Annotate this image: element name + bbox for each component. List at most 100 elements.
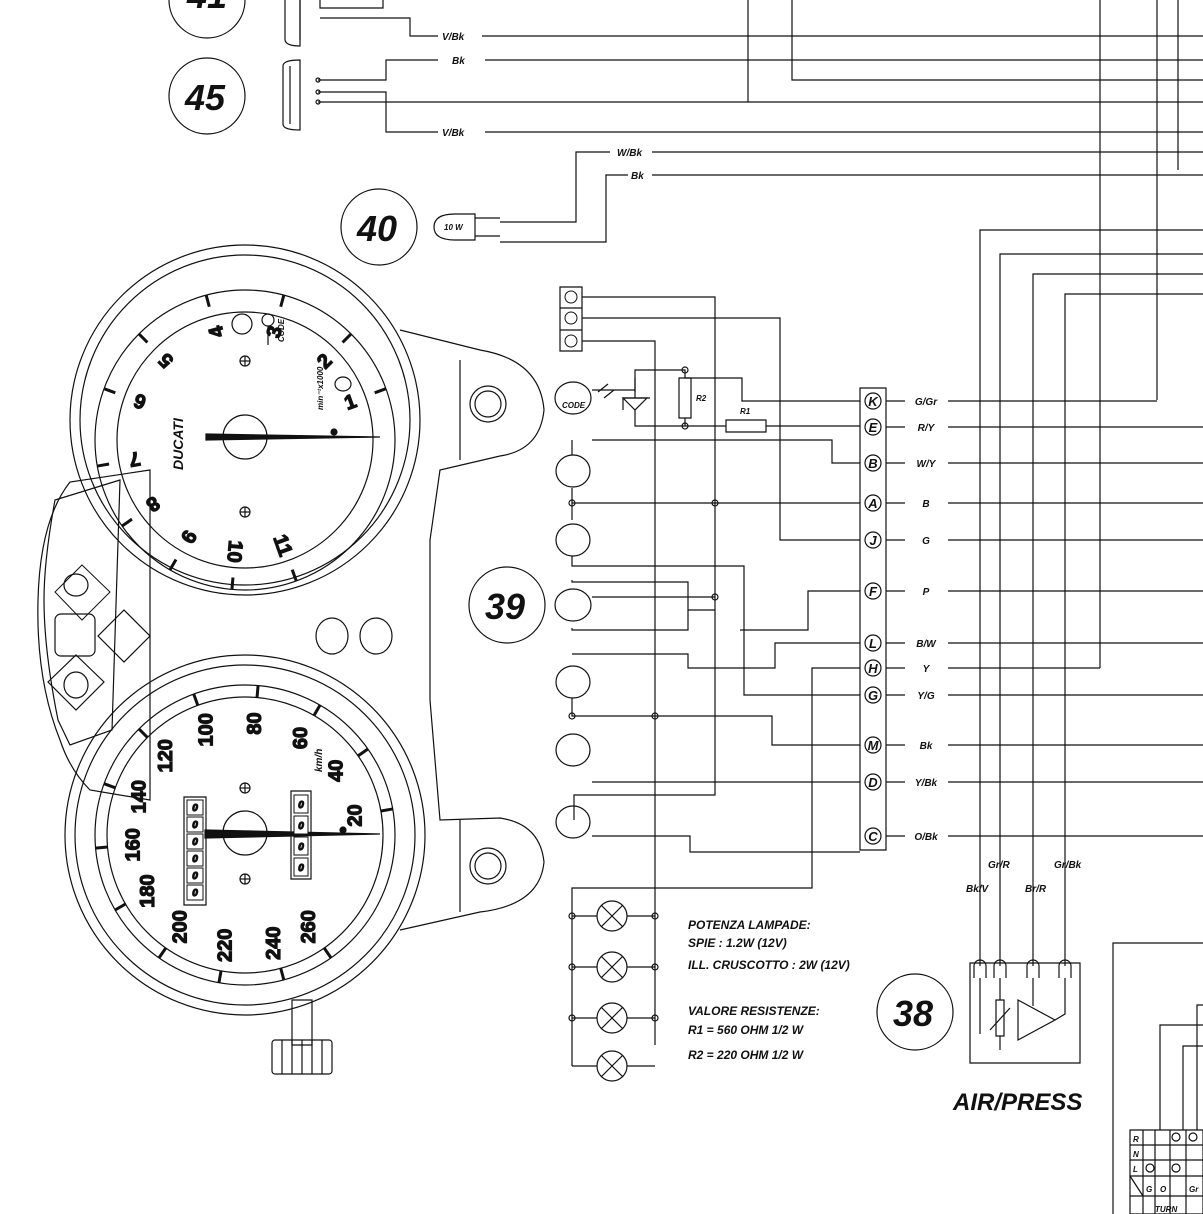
odometer-digit: 0 <box>192 888 198 899</box>
callout-38-circle <box>877 974 953 1050</box>
speedo-tick-label: 60 <box>290 727 312 749</box>
connector-wire-label: B/W <box>916 639 937 650</box>
sensor-name: AIR/PRESS <box>952 1089 1082 1116</box>
led-symbol <box>598 384 649 411</box>
connector-pin-letter: H <box>868 661 878 676</box>
odometer-cell <box>187 817 203 832</box>
switch-table-col-label: O <box>1160 1185 1167 1194</box>
tach-tick-mark <box>375 389 386 393</box>
odometer-cell <box>187 885 203 900</box>
connector-pin-letter: L <box>869 636 877 651</box>
wire-label-v-bk-45: V/Bk <box>442 128 465 139</box>
fuel-reserve-icon <box>556 666 590 698</box>
connector-pin-letter: C <box>868 829 878 844</box>
sensor-wire-gr-bk: Gr/Bk <box>1054 860 1082 871</box>
resistor-r2-label: R2 <box>696 394 707 403</box>
speedo-tick-label: 240 <box>263 926 285 959</box>
sensor-wire-bk-v: Bk/V <box>966 884 990 895</box>
tach-tick-mark <box>139 334 147 342</box>
connector-pin-circle <box>865 828 881 844</box>
connector-pin-circle <box>865 635 881 651</box>
connector-pin-letter: K <box>868 394 879 409</box>
speedo-tick-label: 220 <box>215 929 237 962</box>
tach-tick-mark <box>281 295 284 307</box>
connector-pin-letter: A <box>867 496 877 511</box>
speedo-tick-label: 160 <box>122 828 144 861</box>
connector-pin-letter: F <box>869 584 878 599</box>
connector-pin-letter: M <box>868 738 880 753</box>
speedo-tick-mark <box>358 749 368 756</box>
connector-pin-circle <box>865 455 881 471</box>
speedo-tick-label: 20 <box>344 804 366 826</box>
odometer-cell <box>187 834 203 849</box>
resistance-line-2: R2 = 220 OHM 1/2 W <box>688 1048 805 1062</box>
callout-39: 39 <box>485 586 525 627</box>
tach-tick-label: 7 <box>127 447 142 471</box>
panel-internal-wiring <box>560 287 860 1066</box>
callout-40-circle <box>341 189 417 265</box>
turn-signal-icon <box>555 589 591 621</box>
tach-tick-mark <box>292 570 296 581</box>
tach-tick-mark <box>232 577 233 589</box>
tach-code: CODE <box>277 318 286 342</box>
switch-table-row-label: N <box>1133 1150 1139 1159</box>
lamp-40-label: 10 W <box>444 223 464 232</box>
turn-switch-table <box>1113 943 1203 1214</box>
connector-wire-label: Y <box>923 664 931 675</box>
connector-pin-letter: J <box>869 533 877 548</box>
connector-41 <box>285 0 300 46</box>
connector-wire-label: W/Y <box>917 459 937 470</box>
speedo-tick-label: 100 <box>196 713 218 746</box>
callout-39-circle <box>469 567 545 643</box>
tach-tick-mark <box>343 334 351 342</box>
wire-label-w-bk-40: W/Bk <box>617 148 642 159</box>
speedo-tick-mark <box>381 809 393 811</box>
instrument-cluster <box>38 330 544 1074</box>
connector-wire-label: O/Bk <box>914 832 938 843</box>
fuel-cap-icon <box>64 574 88 596</box>
high-beam-icon <box>556 734 590 766</box>
switch-table-col-label: G <box>1146 1185 1152 1194</box>
speedo-tick-mark <box>314 705 320 715</box>
speedo-tick-mark <box>159 948 166 958</box>
wire-label-bk-45: Bk <box>452 56 465 67</box>
speedo-tick-label: 40 <box>326 760 348 782</box>
neutral-icon <box>556 524 590 556</box>
tach-tick-label: 5 <box>155 348 178 371</box>
connector-pin-circle <box>865 419 881 435</box>
coolant-warning-icon <box>360 618 392 654</box>
terminal-symbol <box>565 291 577 303</box>
tach-tick-label: 10 <box>222 539 246 563</box>
connector-wire-label: R/Y <box>918 423 936 434</box>
connector-wire-label: Y/Bk <box>915 778 938 789</box>
connector-pin-letter: B <box>868 456 877 471</box>
switch-table-col-label: Gr <box>1189 1185 1199 1194</box>
wire-label-bk-40: Bk <box>631 171 644 182</box>
lamp-40 <box>434 152 1203 242</box>
tach-unit: min⁻¹x1000 <box>316 366 325 410</box>
connector-block <box>860 388 886 850</box>
trip-cell <box>294 816 308 834</box>
odometer-digit: 0 <box>192 837 198 848</box>
speedo-tick-label: 200 <box>170 910 192 943</box>
air-pressure-sensor <box>970 960 1080 1063</box>
tach-tick-label: 11 <box>268 532 296 559</box>
connector-output-wires <box>886 401 1203 836</box>
connector-pin-circle <box>865 393 881 409</box>
connector-pin-circle <box>865 660 881 676</box>
connector-pin-circle <box>865 583 881 599</box>
connector-wire-label: B <box>922 499 929 510</box>
callout-45-circle <box>169 58 245 134</box>
callout-41: 41 <box>186 0 227 16</box>
turn-caption: TURN <box>1155 1205 1177 1214</box>
callout-40: 40 <box>356 208 397 249</box>
tach-tick-mark <box>170 560 176 570</box>
speedo-tick-mark <box>115 904 125 910</box>
indicator-icons <box>555 382 591 838</box>
tach-tick-label: 9 <box>176 526 201 547</box>
text-layer: 41 45 40 39 38 10 W V/Bk Bk V/Bk W/Bk Bk… <box>170 0 1199 1214</box>
top-harness-lines <box>320 0 1203 668</box>
